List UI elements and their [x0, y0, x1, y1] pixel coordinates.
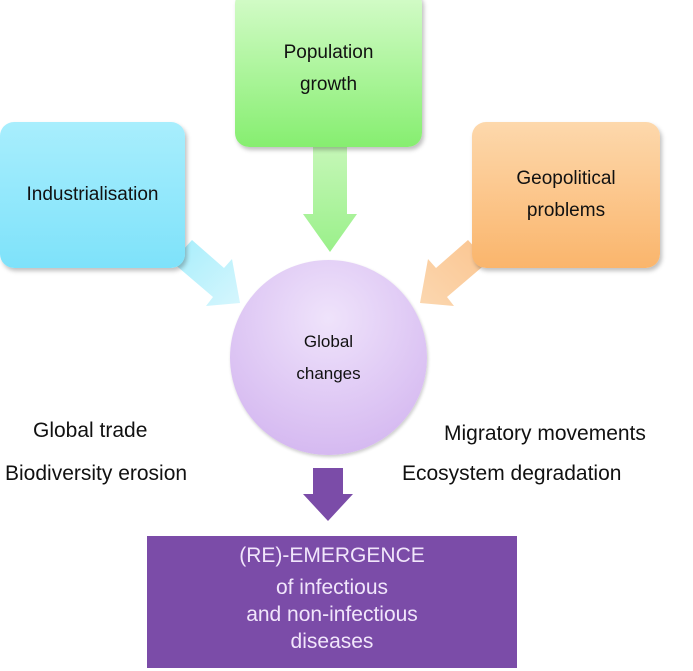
factor-biodiversity-erosion: Biodiversity erosion — [5, 462, 188, 485]
industrialisation-label: Industrialisation — [26, 184, 159, 205]
population-growth-label: Population growth — [283, 41, 374, 95]
factor-ecosystem-degradation: Ecosystem degradation — [402, 462, 622, 485]
outcome-line: diseases — [290, 630, 374, 653]
purple-arrow — [303, 468, 353, 521]
factor-migratory-movements: Migratory movements — [444, 422, 646, 445]
geopolitical-box: Geopolitical problems — [472, 122, 660, 268]
orange-arrow — [420, 240, 488, 306]
green-arrow — [303, 145, 357, 252]
global-changes-label: Global changes — [296, 331, 361, 383]
outcome-line: of infectious — [275, 576, 389, 599]
outcome-title: (RE)-EMERGENCE — [239, 544, 425, 567]
industrialisation-box: Industrialisation — [0, 122, 185, 268]
outcome-line: and non-infectious — [246, 603, 418, 626]
outcome-box: (RE)-EMERGENCE of infectious and non-inf… — [147, 536, 517, 668]
global-changes-circle: Global changes — [230, 260, 427, 455]
blue-arrow — [172, 240, 240, 306]
geopolitical-label: Geopolitical problems — [516, 168, 616, 221]
population-growth-box: Population growth — [235, 0, 422, 147]
factor-global-trade: Global trade — [33, 419, 148, 442]
